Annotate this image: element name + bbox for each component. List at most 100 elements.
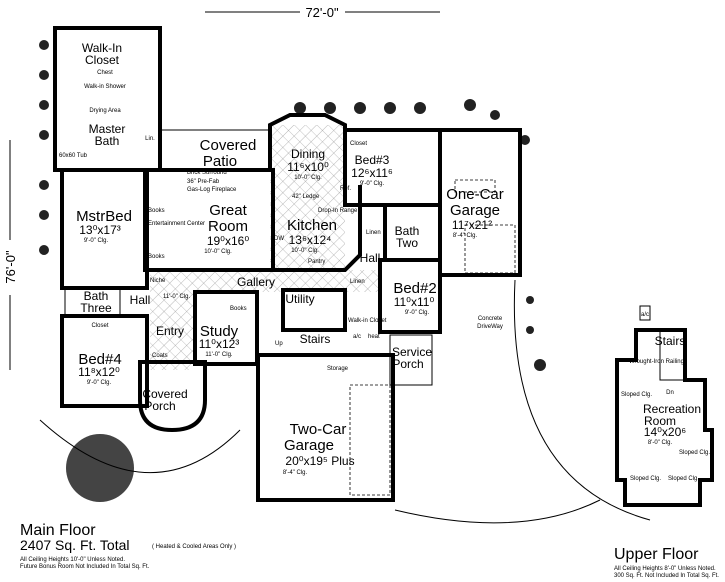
room-labels: Walk-In Closet Chest Walk-in Shower Dryi… [59,41,504,476]
entry-label: Entry [156,324,184,338]
plan-label: Room [644,414,676,428]
bed3-label: Bed#3 [355,153,390,167]
bed2-label: Bed#2 [393,280,436,297]
plan-label: Storage [327,366,349,372]
study-label: Study [200,323,239,340]
plan-label: 11'-0" Clg. [163,294,191,300]
plan-label: All Ceiling Heights 10'-0" Unless Noted. [20,557,125,563]
plan-label: All Ceiling Heights 8'-0" Unless Noted. [614,566,716,572]
kitchen-tile [270,125,345,270]
plan-label: 9'-0" Clg. [84,238,109,244]
recreation-room-label: Recreation [643,402,701,416]
plan-label: 36" Pre-Fab [187,179,220,185]
bath-two-label: Bath [395,224,420,238]
plan-label: a/c [353,334,361,340]
driveway-label: Concrete [478,316,503,322]
utility-label: Utility [285,292,314,306]
master-bath-label: Master [89,122,126,136]
plan-label: 11'-0" Clg. [205,352,233,358]
plan-label: 8'-0" Clg. [648,440,673,446]
covered-patio-label: Covered [200,137,257,154]
upper-floor-title: Upper Floor [614,546,699,563]
plan-label: heat [368,334,380,340]
plan-label: 13⁶x12⁴ [289,233,332,247]
plan-label: Future Bonus Room Not Included In Total … [20,564,150,570]
plan-label: Books [148,254,165,260]
plan-label: 9'-0" Clg. [360,181,385,187]
plan-label: Garage [284,437,334,454]
plan-label: Drying Area [89,108,121,114]
main-floor-title: Main Floor [20,522,96,539]
gallery-label: Gallery [237,275,275,289]
plan-label: 20⁰x19⁵ Plus [285,454,354,468]
plan-label: Walk-in Shower [84,84,126,90]
plan-label: Coats [152,353,168,359]
upper-floor-caption: Upper Floor All Ceiling Heights 8'-0" Un… [614,546,719,579]
plan-label: Ref. [340,186,351,192]
plan-label: 11⁰x11⁰ [394,295,435,309]
two-car-garage-label: Two-Car [290,421,347,438]
service-porch-label: Service [392,345,432,359]
walk-in-closet-label: Walk-In [82,41,122,55]
plan-label: 11⁷x21² [452,218,492,232]
plan-label: Two [396,236,418,250]
main-floor-caption: Main Floor 2407 Sq. Ft. Total ( Heated &… [20,522,236,570]
plan-label: Sloped Clg. [679,450,710,456]
great-room-label: Great [209,202,247,219]
plan-label: Chest [97,70,113,76]
plan-label: Wrought-Iron Railing [629,359,684,365]
plan-label: Pantry [308,259,325,265]
plan-label: Books [148,208,165,214]
plan-label: 11⁰x12³ [199,337,240,351]
plan-label: Porch [392,357,423,371]
depth-dimension: 76'-0" [3,140,18,370]
plan-label: Niche [150,278,166,284]
main-floor-walls [53,26,522,502]
one-car-garage-label: One-Car [446,186,504,203]
plan-label: Lin. [145,136,155,142]
plan-label: 76'-0" [3,250,18,284]
plan-label: 72'-0" [305,5,339,20]
plan-label: 11⁶x10⁰ [287,160,329,174]
plan-label: Up [275,341,283,347]
bath-three-label: Bath [84,289,109,303]
tree [66,434,134,502]
upper-floor-plan: a/c Stairs Dn Wrought-Iron Railing Recre… [615,305,714,507]
plan-label: 8'-4" Clg. [283,470,308,476]
plan-label: Sloped Clg. [621,392,652,398]
plan-label: 12⁶x11⁶ [351,166,393,180]
plan-label: DriveWay [477,324,503,330]
master-bedroom-label: MstrBed [76,208,132,225]
plan-label: Bath [95,134,120,148]
plan-label: 10'-0" Clg. [204,249,232,255]
plan-label: Closet [91,323,108,329]
plan-label: 9'-0" Clg. [405,310,430,316]
plan-label: Sloped Clg. [630,476,661,482]
plan-label: Porch [144,399,175,413]
width-dimension: 72'-0" [205,5,440,20]
plan-label: 2407 Sq. Ft. Total [20,537,129,553]
bed4-label: Bed#4 [78,351,121,368]
plan-label: Three [80,301,112,315]
plan-label: Walk-in Closet [348,318,387,324]
plan-label: Dn [666,390,674,396]
plan-label: 14⁰x20⁶ [644,425,687,439]
plan-label: 60x60 Tub [59,153,88,159]
plan-label: DW [274,236,284,242]
front-walk-curve [394,499,601,524]
dining-label: Dining [291,147,325,161]
plan-label: Closet [85,53,120,67]
west-hall-label: Hall [130,293,151,307]
plan-label: Closet [350,141,367,147]
plan-label: 10'-0" Clg. [294,175,322,181]
plan-label: ( Heated & Cooled Areas Only ) [152,544,236,550]
kitchen-label: Kitchen [287,217,337,234]
plan-label: 10'-0" Clg. [291,248,319,254]
plan-label: Entertainment Center [148,221,205,227]
driveway-curve [513,279,651,521]
plan-label: Room [208,218,248,235]
plan-label: 19⁰x16⁰ [207,234,250,248]
plan-label: Books [230,306,247,312]
plan-label: Garage [450,202,500,219]
